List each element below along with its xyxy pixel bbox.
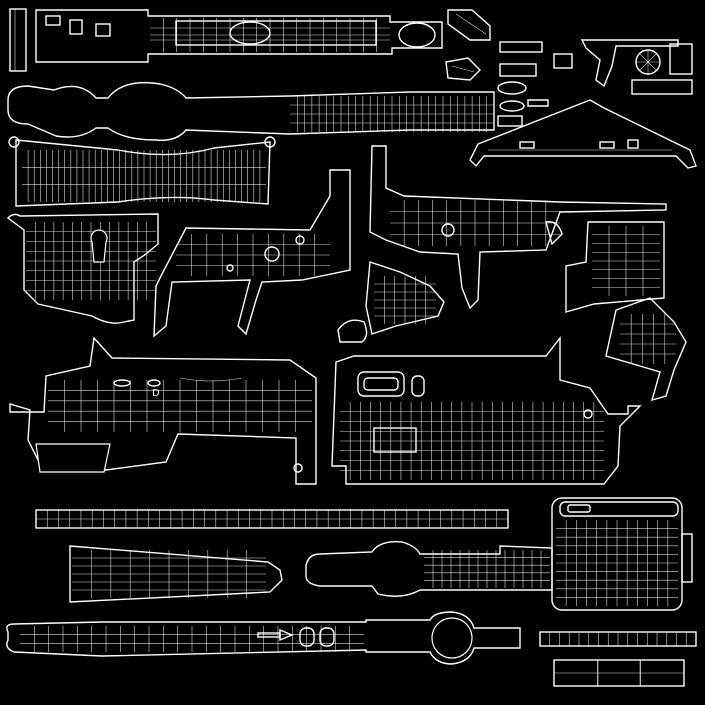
uv-stock [69,545,283,603]
uv-strip-top-left [9,8,27,72]
uv-long-rail-strip [35,509,509,529]
uv-grip-panel-right [565,221,665,313]
uv-buffer-piece [337,261,445,343]
uv-handguard-arc [469,99,697,169]
uv-bolt-carrier [6,611,521,665]
uv-charging-handle-latch [445,9,491,81]
uv-buttstock-box [551,497,693,611]
uv-pistol-grip [605,297,687,402]
uv-magazine-left [6,213,159,324]
uv-lower-receiver-left [153,169,351,338]
uv-small-parts [497,41,573,127]
uv-barrel [7,81,495,141]
uv-upper-receiver-left: D [9,336,317,485]
uv-barrel-forward [305,541,553,597]
uv-charging-handle [35,9,443,63]
magazine-letter-label: D [152,388,160,399]
uv-trigger-guard-part [580,39,693,95]
uv-handguard-panel [8,136,276,207]
uv-strip-bottom-right-2 [553,659,685,687]
uv-upper-receiver-right [331,335,642,485]
uv-lower-receiver-right [369,145,667,310]
uv-strip-bottom-right-1 [539,631,697,647]
